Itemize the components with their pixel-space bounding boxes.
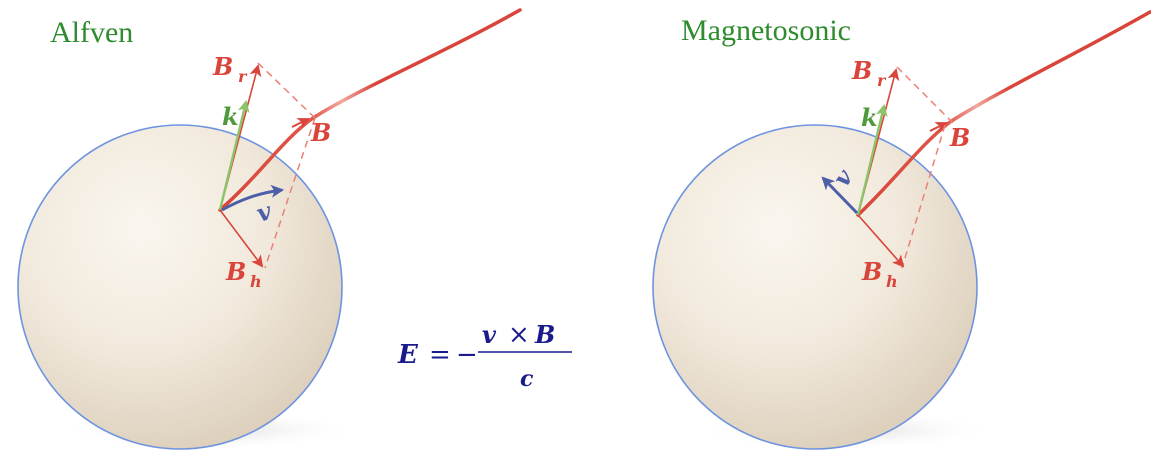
Bh-vector	[857, 214, 905, 268]
field-line	[856, 10, 1151, 217]
k-vector	[218, 100, 250, 211]
dash-B-to-Bh	[264, 117, 316, 269]
sphere	[17, 124, 343, 450]
eq-times: ×	[508, 320, 530, 350]
label-Br-sub: r	[877, 71, 887, 90]
Bh-vector	[219, 209, 264, 268]
v-vector	[821, 176, 859, 215]
B-arrowhead	[291, 118, 310, 129]
B-arrowhead	[929, 122, 948, 133]
sphere	[652, 124, 978, 450]
label-Br-sub: r	[238, 67, 248, 86]
label-B: B	[310, 118, 331, 147]
eq-equals: =	[429, 340, 451, 370]
label-Br: B	[851, 56, 872, 85]
dash-Br-to-B	[257, 62, 316, 119]
dash-B-to-Bh	[901, 124, 946, 269]
label-Bh-sub: h	[250, 272, 262, 291]
label-Br: B	[212, 52, 233, 81]
field-line	[218, 8, 522, 212]
eq-denominator: c	[520, 366, 534, 392]
panel-title: Alfven	[50, 16, 133, 49]
label-Bh: B	[861, 257, 882, 286]
equation: E = − v × B c	[397, 320, 572, 392]
alfven-panel: Alfven B r k B v B h	[17, 8, 522, 450]
k-vector	[856, 104, 888, 216]
label-k: k	[861, 103, 878, 132]
eq-lhs: E	[397, 340, 419, 370]
v-vector	[221, 184, 285, 212]
eq-minus: −	[456, 340, 478, 370]
eq-num-v: v	[482, 320, 497, 349]
panel-title: Magnetosonic	[681, 14, 851, 47]
label-Bh: B	[225, 257, 246, 286]
label-B: B	[949, 123, 970, 152]
label-k: k	[222, 102, 239, 131]
eq-num-B: B	[534, 320, 555, 349]
dash-Br-to-B	[896, 66, 954, 124]
label-Bh-sub: h	[886, 272, 898, 291]
magnetosonic-panel: Magnetosonic B r k B v B h	[652, 10, 1151, 450]
